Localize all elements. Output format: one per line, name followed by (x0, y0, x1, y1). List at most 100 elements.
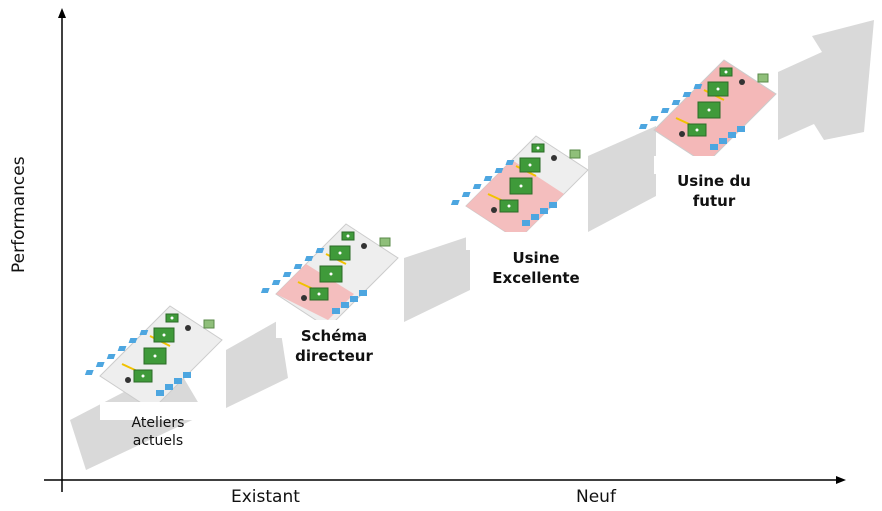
machine-marker (170, 316, 174, 320)
conveyor-segment (540, 208, 548, 214)
stage-label-usine-du-futur: Usine du futur (664, 172, 764, 211)
arrow-segment-2 (226, 320, 288, 408)
conveyor-segment (728, 132, 736, 138)
node-dot (739, 79, 745, 85)
conveyor-segment (128, 338, 138, 343)
machine-marker (338, 251, 342, 255)
machine-marker (317, 292, 321, 296)
factory-4 (638, 59, 777, 174)
x-axis-label-neuf: Neuf (576, 487, 616, 507)
conveyor-segment (671, 100, 681, 105)
conveyor-segment (183, 372, 191, 378)
conveyor-segment (282, 272, 292, 277)
conveyor-segment (260, 288, 270, 293)
factory-illustrations (84, 59, 777, 420)
machine-marker (507, 204, 511, 208)
machine-marker (695, 128, 699, 132)
conveyor-segment (139, 330, 149, 335)
x-axis-label-existant: Existant (231, 487, 300, 507)
machine-marker (707, 108, 711, 112)
node-dot (301, 295, 307, 301)
axes (44, 8, 846, 492)
conveyor-segment (293, 264, 303, 269)
conveyor-segment (660, 108, 670, 113)
conveyor-segment (84, 370, 94, 375)
stage-label-line: Usine (512, 249, 560, 267)
conveyor-segment (461, 192, 471, 197)
corner-machine (569, 149, 581, 159)
arrow-segment-3 (404, 236, 470, 322)
conveyor-segment (710, 144, 718, 150)
conveyor-segment (737, 126, 745, 132)
factory-3 (450, 135, 589, 250)
node-dot (185, 325, 191, 331)
corner-machine (757, 73, 769, 83)
conveyor-segment (531, 214, 539, 220)
conveyor-segment (117, 346, 127, 351)
stage-label-schema-directeur: Schéma directeur (284, 327, 384, 366)
y-axis-label: Performances (9, 156, 29, 273)
conveyor-segment (165, 384, 173, 390)
stage-label-line: Schéma (300, 327, 368, 345)
y-axis-arrowhead (58, 8, 66, 18)
node-dot (679, 131, 685, 137)
conveyor-segment (472, 184, 482, 189)
stage-label-line: futur (692, 191, 736, 210)
machine-marker (519, 184, 523, 188)
node-dot (551, 155, 557, 161)
conveyor-segment (271, 280, 281, 285)
stage-label-line: directeur (295, 346, 373, 365)
conveyor-segment (649, 116, 659, 121)
conveyor-segment (522, 220, 530, 226)
machine-marker (141, 374, 145, 378)
stage-label-line: actuels (132, 433, 184, 450)
conveyor-segment (494, 168, 504, 173)
machine-marker (162, 333, 166, 337)
factory-base (654, 156, 772, 174)
factory-2 (260, 223, 399, 338)
machine-marker (536, 146, 540, 150)
node-dot (125, 377, 131, 383)
stage-label-line: Ateliers (131, 415, 185, 431)
machine-marker (346, 234, 350, 238)
conveyor-segment (359, 290, 367, 296)
conveyor-segment (350, 296, 358, 302)
conveyor-segment (156, 390, 164, 396)
stage-label-line: Usine du (677, 172, 751, 190)
factory-base (466, 232, 584, 250)
machine-marker (153, 354, 157, 358)
stage-label-ateliers-actuels: Ateliers actuels (118, 414, 198, 450)
stage-label-line: Excellente (492, 268, 580, 287)
factory-base (100, 402, 218, 420)
conveyor-segment (693, 84, 703, 89)
conveyor-segment (638, 124, 648, 129)
machine-marker (716, 87, 720, 91)
arrow-segment-4 (588, 126, 656, 232)
conveyor-segment (95, 362, 105, 367)
conveyor-segment (106, 354, 116, 359)
factory-base (276, 320, 394, 338)
conveyor-segment (315, 248, 325, 253)
machine-marker (724, 70, 728, 74)
machine-marker (528, 163, 532, 167)
stage-label-usine-excellente: Usine Excellente (486, 249, 586, 288)
conveyor-segment (682, 92, 692, 97)
conveyor-segment (332, 308, 340, 314)
machine-marker (329, 272, 333, 276)
node-dot (361, 243, 367, 249)
conveyor-segment (304, 256, 314, 261)
conveyor-segment (450, 200, 460, 205)
conveyor-segment (505, 160, 515, 165)
conveyor-segment (549, 202, 557, 208)
conveyor-segment (174, 378, 182, 384)
corner-machine (379, 237, 391, 247)
conveyor-segment (341, 302, 349, 308)
conveyor-segment (719, 138, 727, 144)
arrow-head (778, 20, 874, 140)
factory-1 (84, 305, 223, 420)
node-dot (491, 207, 497, 213)
corner-machine (203, 319, 215, 329)
x-axis-arrowhead (836, 476, 846, 484)
conveyor-segment (483, 176, 493, 181)
